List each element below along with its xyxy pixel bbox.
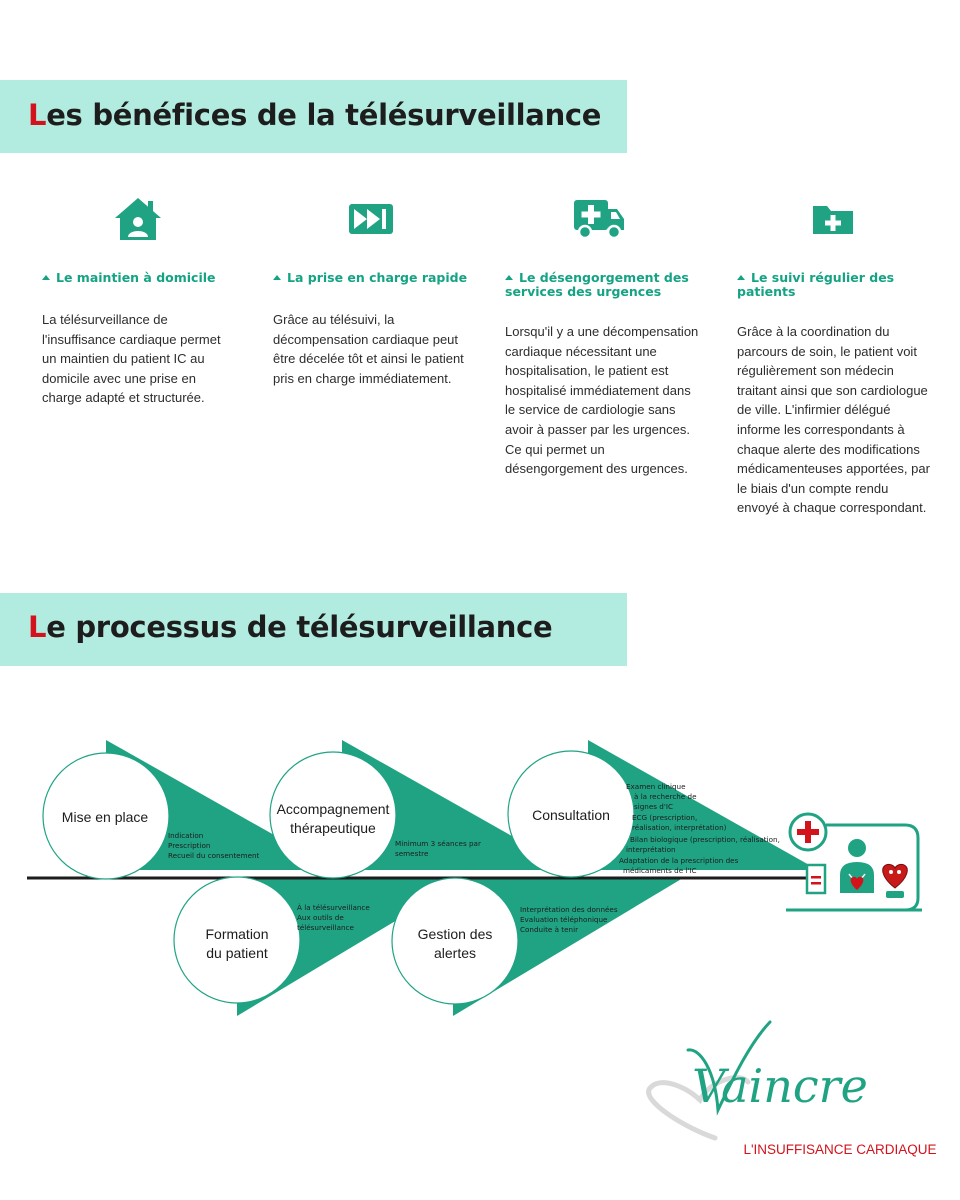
note-line: télésurveillance bbox=[297, 923, 354, 932]
note-line: Conduite à tenir bbox=[520, 925, 578, 934]
benefit-title: Le suivi régulier des patients bbox=[737, 270, 895, 299]
caret-up-icon bbox=[42, 275, 50, 280]
note-line: réalisation, interprétation) bbox=[632, 823, 727, 832]
note-line: Adaptation de la prescription des bbox=[619, 856, 739, 865]
title-initial: L bbox=[28, 98, 47, 132]
step-circle bbox=[173, 876, 301, 1004]
logo-brand: Vaincre bbox=[692, 1059, 868, 1113]
logo-v-stroke bbox=[686, 1020, 772, 1116]
caret-up-icon bbox=[273, 275, 281, 280]
note-line: semestre bbox=[395, 849, 429, 858]
title-initial: L bbox=[28, 610, 47, 644]
note-line: Interprétation des données bbox=[520, 905, 618, 914]
heart-mascot-icon bbox=[882, 863, 908, 889]
ambulance-icon bbox=[574, 200, 624, 240]
note-line: ECG (prescription, bbox=[632, 813, 697, 822]
step-label-consultation: Consultation bbox=[532, 807, 610, 823]
note-line: Aux outils de bbox=[297, 913, 344, 922]
step-label-gestion-2: alertes bbox=[434, 945, 476, 961]
section-banner-process: Le processus de télésurveillance bbox=[0, 593, 627, 666]
note-line: Bilan biologique (prescription, réalisat… bbox=[630, 835, 780, 844]
note-line: médicaments de l'IC bbox=[623, 866, 697, 875]
note-line: Indication bbox=[168, 831, 203, 840]
home-user-icon bbox=[115, 198, 161, 240]
title-rest: e processus de télésurveillance bbox=[46, 610, 553, 644]
vaincre-logo: Vaincre L'INSUFFISANCE CARDIAQUE bbox=[646, 1020, 937, 1157]
benefit-text: Grâce au télésuivi, la décompensation ca… bbox=[273, 312, 464, 386]
note-line: à la recherche de bbox=[634, 792, 697, 801]
step-labels: Mise en place Formation du patient Accom… bbox=[62, 801, 610, 961]
section-title-benefits: Les bénéfices de la télésurveillance bbox=[28, 98, 601, 132]
arrow-consultation bbox=[588, 740, 818, 870]
note-line: À la télésurveillance bbox=[297, 903, 370, 912]
step-circle bbox=[391, 877, 519, 1005]
note-line: signes d'IC bbox=[634, 802, 673, 811]
benefit-text: Grâce à la coordination du parcours de s… bbox=[737, 324, 930, 516]
note-line: Minimum 3 séances par bbox=[395, 839, 481, 848]
step-label-formation-2: du patient bbox=[206, 945, 268, 961]
step-circles bbox=[42, 750, 635, 1005]
note-line: Examen clinique bbox=[626, 782, 686, 791]
title-rest: es bénéfices de la télésurveillance bbox=[46, 98, 602, 132]
step-circle bbox=[269, 751, 397, 879]
logo-tagline: L'INSUFFISANCE CARDIAQUE bbox=[743, 1142, 936, 1157]
step-circle bbox=[42, 752, 170, 880]
section-banner-benefits: Les bénéfices de la télésurveillance bbox=[0, 80, 627, 153]
step-label-formation: Formation bbox=[205, 926, 268, 942]
benefit-title: Le maintien à domicile bbox=[42, 271, 252, 285]
step-label-accompagnement-2: thérapeutique bbox=[290, 820, 376, 836]
caret-up-icon bbox=[505, 275, 513, 280]
section-title-process: Le processus de télésurveillance bbox=[28, 610, 553, 644]
step-notes: Indication Prescription Recueil du conse… bbox=[168, 782, 780, 934]
step-label-mise-en-place: Mise en place bbox=[62, 809, 149, 825]
medical-folder-icon bbox=[813, 206, 853, 234]
heart-swoosh bbox=[646, 1075, 751, 1141]
benefit-title: La prise en charge rapide bbox=[273, 271, 483, 285]
step-label-accompagnement: Accompagnement bbox=[277, 801, 390, 817]
step-label-gestion: Gestion des bbox=[418, 926, 493, 942]
note-line: interprétation bbox=[626, 845, 676, 854]
telemonitoring-illustration bbox=[786, 812, 922, 912]
benefit-title: Le désengorgement des services des urgen… bbox=[505, 270, 689, 299]
process-diagram: Mise en place Formation du patient Accom… bbox=[27, 740, 922, 1016]
fast-forward-icon bbox=[349, 204, 393, 234]
benefit-text: La télésurveillance de l'insuffisance ca… bbox=[42, 312, 221, 406]
benefit-text: Lorsqu'il y a une décompensation cardiaq… bbox=[505, 324, 699, 477]
doctor-icon bbox=[848, 839, 866, 857]
step-circle bbox=[507, 750, 635, 878]
note-line: Evaluation téléphonique bbox=[520, 915, 608, 924]
note-line: Recueil du consentement bbox=[168, 851, 260, 860]
caret-up-icon bbox=[737, 275, 745, 280]
note-line: Prescription bbox=[168, 841, 210, 850]
